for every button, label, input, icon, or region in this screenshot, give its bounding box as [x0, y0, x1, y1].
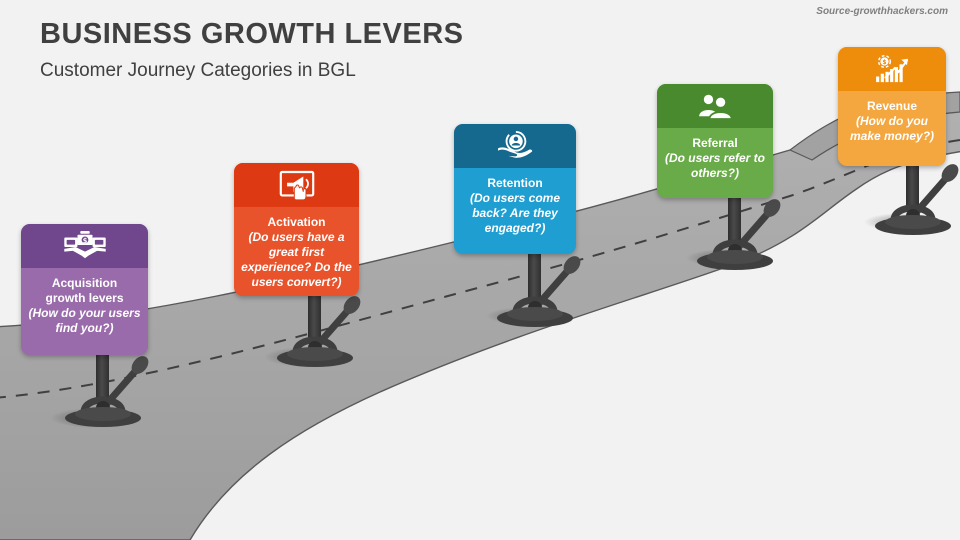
sign-retention-question: (Do users come back? Are they engaged?)	[469, 191, 561, 235]
sign-acquisition-header: $	[21, 224, 148, 268]
sign-referral-header	[657, 84, 773, 128]
sign-retention-body: Retention (Do users come back? Are they …	[454, 168, 576, 246]
sign-acquisition-title-line2: growth levers	[45, 291, 124, 305]
sign-activation-header	[234, 163, 359, 207]
lever-revenue	[875, 158, 959, 235]
lever-retention	[497, 250, 581, 327]
svg-text:$: $	[82, 237, 87, 245]
sign-revenue[interactable]: $ Revenue (How do you make money?)	[838, 47, 946, 166]
sign-referral-body: Referral (Do users refer to others?)	[657, 128, 773, 191]
sign-acquisition[interactable]: $ Acquisition growth levers (How do your…	[21, 224, 148, 355]
sign-retention[interactable]: Retention (Do users come back? Are they …	[454, 124, 576, 254]
sign-activation-body: Activation (Do users have a great first …	[234, 207, 359, 296]
sign-revenue-question: (How do you make money?)	[849, 114, 935, 143]
sign-retention-title: Retention	[487, 176, 543, 190]
sign-referral-title: Referral	[692, 136, 738, 150]
megaphone-icon	[279, 170, 314, 200]
svg-text:$: $	[882, 59, 886, 66]
sign-revenue-body: Revenue (How do you make money?)	[838, 91, 946, 154]
handshake-money-icon: $	[63, 230, 106, 259]
sign-acquisition-title-line1: Acquisition	[51, 276, 118, 290]
page-subtitle: Customer Journey Categories in BGL	[40, 60, 356, 81]
lever-acquisition	[65, 350, 149, 427]
sign-activation[interactable]: Activation (Do users have a great first …	[234, 163, 359, 296]
sign-acquisition-question: (How do your users find you?)	[28, 306, 141, 335]
sign-activation-question: (Do users have a great first experience?…	[241, 230, 352, 289]
sign-retention-header	[454, 124, 576, 168]
lever-referral	[697, 193, 781, 270]
sign-acquisition-body: Acquisition growth levers (How do your u…	[21, 268, 148, 346]
lever-activation	[277, 290, 361, 367]
page-title: BUSINESS GROWTH LEVERS	[40, 18, 464, 50]
growth-chart-coin-icon: $	[876, 54, 909, 83]
sign-activation-title: Activation	[267, 215, 326, 229]
sign-referral-question: (Do users refer to others?)	[664, 151, 766, 180]
source-attribution: Source-growthhackers.com	[816, 6, 948, 17]
hand-holding-user-icon	[498, 130, 533, 158]
two-people-icon	[699, 94, 733, 120]
sign-revenue-title: Revenue	[866, 99, 918, 113]
sign-referral[interactable]: Referral (Do users refer to others?)	[657, 84, 773, 198]
sign-revenue-header: $	[838, 47, 946, 91]
